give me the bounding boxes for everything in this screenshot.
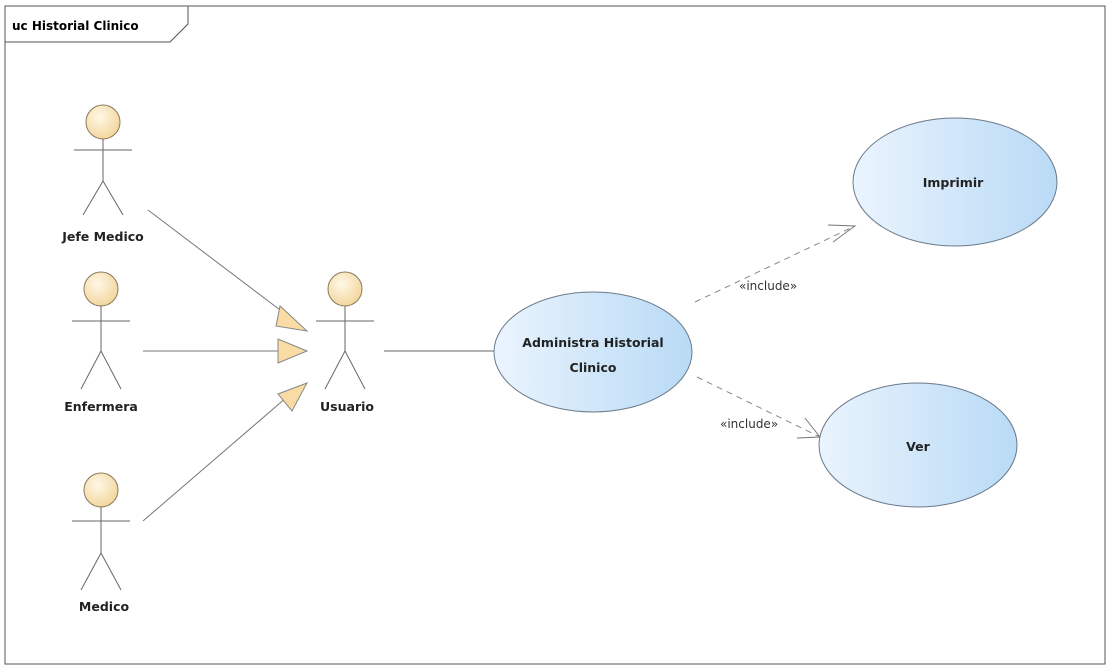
usecase-ellipse xyxy=(852,117,1058,247)
actor-jefe-medico[interactable]: Jefe Medico xyxy=(61,104,144,244)
generalization-arrowhead xyxy=(277,338,309,364)
actor-head xyxy=(83,271,119,307)
include-label-imprimir: «include» xyxy=(739,279,797,293)
usecase-imprimir[interactable]: Imprimir xyxy=(852,117,1058,247)
generalization-arrowhead xyxy=(277,382,309,412)
usecase-label: Imprimir xyxy=(923,175,984,190)
usecase-label: Ver xyxy=(906,439,930,454)
generalization-medico-usuario xyxy=(142,396,288,522)
actor-head xyxy=(83,472,119,508)
actor-medico[interactable]: Medico xyxy=(72,472,130,614)
frame-title-tab xyxy=(4,5,189,43)
usecase-administra-historial-clinico[interactable]: Administra Historial Clinico xyxy=(493,291,693,413)
frame-title: uc Historial Clinico xyxy=(12,19,139,33)
include-arrowhead-imprimir xyxy=(827,224,857,243)
usecase-label-line1: Administra Historial xyxy=(522,335,663,350)
usecase-ellipse xyxy=(818,382,1018,508)
actor-label: Enfermera xyxy=(64,399,138,414)
include-line-ver xyxy=(696,376,821,438)
include-label-ver: «include» xyxy=(720,417,778,431)
usecase-ver[interactable]: Ver xyxy=(818,382,1018,508)
generalization-jefe-usuario xyxy=(147,209,289,317)
actor-enfermera[interactable]: Enfermera xyxy=(64,271,138,414)
actor-head xyxy=(85,104,121,140)
generalization-arrowhead xyxy=(275,305,309,332)
usecase-label-line2: Clinico xyxy=(570,360,617,375)
actor-usuario[interactable]: Usuario xyxy=(316,271,374,414)
actor-head xyxy=(327,271,363,307)
usecase-ellipse xyxy=(493,291,693,413)
include-line-imprimir xyxy=(694,225,856,303)
actor-label: Medico xyxy=(79,599,130,614)
actor-label: Jefe Medico xyxy=(61,229,144,244)
actor-label: Usuario xyxy=(320,399,374,414)
